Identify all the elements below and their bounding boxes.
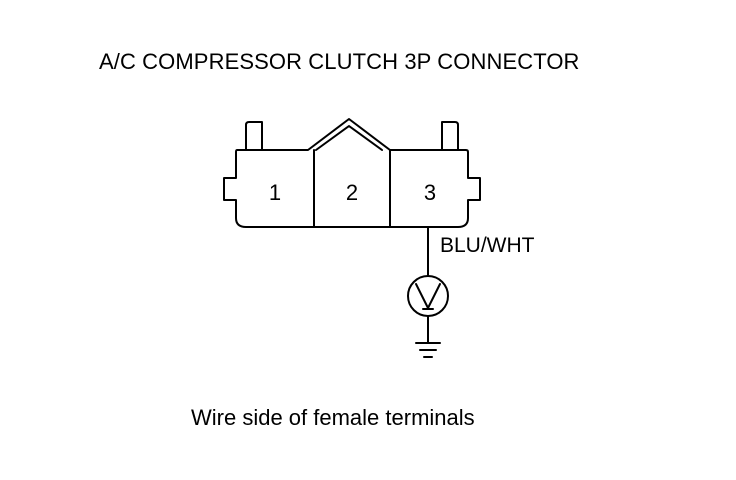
terminal-3-label: 3 (424, 180, 436, 205)
voltmeter-icon (407, 275, 449, 317)
terminal-1-label: 1 (269, 180, 281, 205)
connector-housing (223, 118, 481, 228)
wire-color-label: BLU/WHT (440, 234, 535, 257)
connector-key (315, 125, 383, 151)
diagram-title: A/C COMPRESSOR CLUTCH 3P CONNECTOR (99, 49, 580, 74)
terminal-2-label: 2 (346, 180, 358, 205)
ground-icon (415, 342, 441, 358)
diagram-caption: Wire side of female terminals (191, 405, 475, 430)
